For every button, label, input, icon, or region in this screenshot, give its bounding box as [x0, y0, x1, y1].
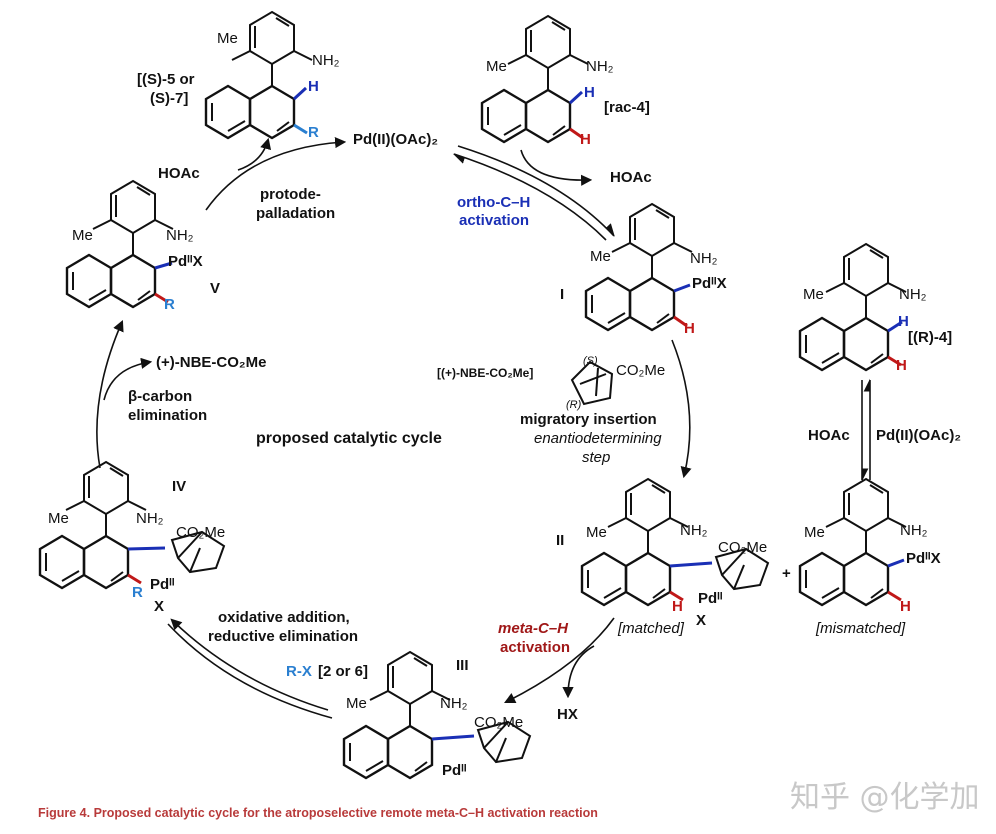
equil-catalyst: Pd(II)(OAc)₂ [876, 427, 961, 444]
meta-label-1: meta-C–H [498, 620, 569, 637]
R4-h-red: H [896, 357, 907, 374]
stage-III-ester: CO₂Me [474, 714, 524, 731]
beta-label-2: elimination [128, 407, 208, 424]
oa-label-1: oxidative addition, [218, 609, 350, 626]
plus-sign: + [782, 565, 791, 582]
equil-hoac: HOAc [808, 427, 850, 444]
nbe-r: (R) [566, 399, 582, 411]
stage-I-roman: I [560, 286, 565, 303]
R4-amine: NH₂ [899, 286, 927, 303]
stage-III-me: Me [346, 695, 367, 712]
nbe-reagent-structure [570, 360, 614, 406]
stage-II-amine: NH₂ [680, 522, 708, 539]
watermark: 知乎 @化学加 [790, 780, 980, 815]
mismatched-h: H [900, 598, 911, 615]
nbe-s: (S) [583, 355, 598, 367]
mismatched-note: [mismatched] [816, 620, 906, 637]
product-me: Me [217, 30, 238, 47]
hx-label: HX [557, 706, 578, 723]
nbe-release: (+)-NBE-CO₂Me [156, 354, 267, 371]
rx-label: R-X [286, 663, 312, 680]
stage-V-amine: NH₂ [166, 227, 194, 244]
mi-label-1: migratory insertion [520, 411, 657, 428]
intermediate-II-structure [580, 477, 690, 607]
mismatched-amine: NH₂ [900, 522, 928, 539]
stage-IV-roman: IV [172, 478, 187, 495]
rac4-structure [480, 14, 590, 144]
stage-II-pd: Pdᴵᴵ [698, 590, 723, 607]
rac4-h-red: H [580, 131, 591, 148]
R4-me: Me [803, 286, 824, 303]
stage-IV-x: X [154, 598, 165, 615]
rac4-me: Me [486, 58, 507, 75]
catalyst-label: Pd(II)(OAc)₂ [353, 131, 438, 148]
stage-III-pd: Pdᴵᴵ [442, 762, 467, 779]
stage-III-roman: III [456, 657, 469, 674]
rac4-label: [rac-4] [604, 99, 650, 116]
mi-label-2: enantiodetermining [534, 430, 662, 447]
stage-II-x: X [696, 612, 707, 629]
stage-I-me: Me [590, 248, 611, 265]
stage-V-pd: PdᴵᴵX [168, 253, 203, 270]
oa-label-2: reductive elimination [208, 628, 359, 645]
figure-caption: Figure 4. Proposed catalytic cycle for t… [38, 806, 598, 820]
stage-IV-ester: CO₂Me [176, 524, 226, 541]
R4-h-blue: H [898, 313, 909, 330]
stage-V-me: Me [72, 227, 93, 244]
meta-label-2: activation [500, 639, 571, 656]
stage-IV-pd: Pdᴵᴵ [150, 576, 175, 593]
ortho-label-2: activation [459, 212, 530, 229]
stage-II-note: [matched] [618, 620, 684, 637]
cycle-label: proposed catalytic cycle [256, 430, 442, 447]
product-r: R [308, 124, 319, 141]
product-amine: NH₂ [312, 52, 340, 69]
product-label-1: [(S)-5 or [137, 71, 195, 88]
stage-II-ester: CO₂Me [718, 539, 768, 556]
protode-label-1: protode- [260, 186, 321, 203]
rx-number: [2 or 6] [318, 663, 369, 680]
stage-II-roman: II [556, 532, 565, 549]
nbe-ester: CO₂Me [616, 362, 666, 379]
beta-label-1: β-carbon [128, 388, 193, 405]
stage-I-amine: NH₂ [690, 250, 718, 267]
R4-label: [(R)-4] [908, 329, 953, 346]
stage-V-r: R [164, 296, 175, 313]
ortho-label-1: ortho-C–H [457, 194, 531, 211]
mismatched-structure [798, 477, 908, 607]
stage-IV-amine: NH₂ [136, 510, 164, 527]
stage-V-roman: V [210, 280, 221, 297]
rac4-amine: NH₂ [586, 58, 614, 75]
stage-II-me: Me [586, 524, 607, 541]
stage-IV-me: Me [48, 510, 69, 527]
protode-label-2: palladation [256, 205, 336, 222]
mismatched-me: Me [804, 524, 825, 541]
hoac-top: HOAc [610, 169, 652, 186]
R4-structure [798, 242, 908, 372]
mi-label-3: step [582, 449, 611, 466]
stage-I-pd: PdᴵᴵX [692, 275, 727, 292]
hoac-left: HOAc [158, 165, 200, 182]
stage-III-amine: NH₂ [440, 695, 468, 712]
stage-IV-r: R [132, 584, 143, 601]
nbe-reagent: [(+)-NBE-CO₂Me] [437, 366, 534, 380]
product-h: H [308, 78, 319, 95]
product-label-2: (S)-7] [150, 90, 189, 107]
stage-II-h: H [672, 598, 683, 615]
rac4-h-blue: H [584, 84, 595, 101]
stage-I-h: H [684, 320, 695, 337]
mismatched-pd: PdᴵᴵX [906, 550, 941, 567]
